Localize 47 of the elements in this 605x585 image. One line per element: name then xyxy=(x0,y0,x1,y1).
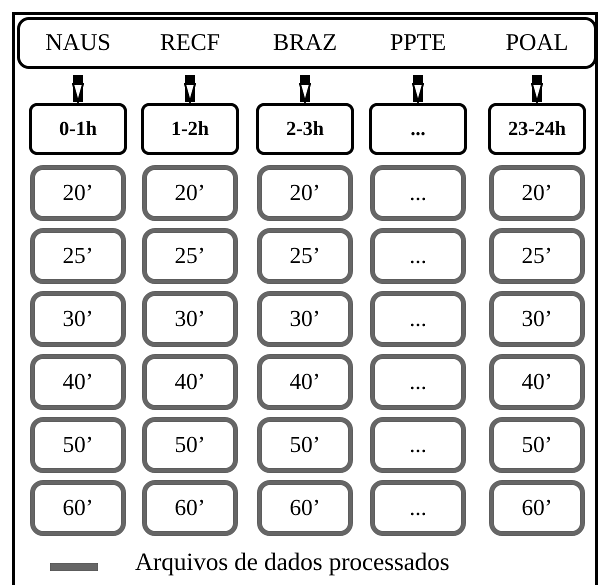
data-file-box: 25’ xyxy=(257,228,353,284)
data-file-box: 40’ xyxy=(257,354,353,410)
data-file-box: 20’ xyxy=(489,165,585,221)
arrow xyxy=(412,75,424,103)
hour-box: 1-2h xyxy=(141,103,239,155)
legend-text: Arquivos de dados processados xyxy=(135,549,450,577)
data-file-box: ... xyxy=(370,354,466,410)
station-label: POAL xyxy=(506,30,568,57)
arrow xyxy=(531,75,543,103)
data-file-box: 60’ xyxy=(30,480,126,536)
data-file-box: 30’ xyxy=(489,291,585,347)
hour-box: ... xyxy=(369,103,467,155)
data-file-box: ... xyxy=(370,165,466,221)
data-file-box: 25’ xyxy=(142,228,238,284)
hour-box: 23-24h xyxy=(488,103,586,155)
data-file-box: 50’ xyxy=(30,417,126,473)
hour-box: 2-3h xyxy=(256,103,354,155)
station-label: NAUS xyxy=(45,30,111,57)
data-file-box: 50’ xyxy=(142,417,238,473)
data-file-box: 30’ xyxy=(142,291,238,347)
data-file-box: 30’ xyxy=(30,291,126,347)
data-file-box: 40’ xyxy=(489,354,585,410)
data-file-box: 60’ xyxy=(489,480,585,536)
data-file-box: 40’ xyxy=(30,354,126,410)
data-file-box: 20’ xyxy=(142,165,238,221)
data-file-box: 50’ xyxy=(489,417,585,473)
station-label: BRAZ xyxy=(273,30,337,57)
station-label: PPTE xyxy=(390,30,446,57)
data-file-box: 25’ xyxy=(489,228,585,284)
data-file-box: 20’ xyxy=(30,165,126,221)
data-file-box: 30’ xyxy=(257,291,353,347)
data-file-box: ... xyxy=(370,480,466,536)
arrow xyxy=(184,75,196,103)
arrow xyxy=(72,75,84,103)
data-file-box: 60’ xyxy=(142,480,238,536)
station-label: RECF xyxy=(160,30,220,57)
data-file-box: 50’ xyxy=(257,417,353,473)
data-file-box: ... xyxy=(370,417,466,473)
hour-box: 0-1h xyxy=(29,103,127,155)
station-list-box xyxy=(17,17,597,69)
data-file-box: 20’ xyxy=(257,165,353,221)
arrow xyxy=(299,75,311,103)
data-file-box: 60’ xyxy=(257,480,353,536)
data-file-box: 25’ xyxy=(30,228,126,284)
data-file-box: ... xyxy=(370,291,466,347)
data-file-box: ... xyxy=(370,228,466,284)
data-file-box: 40’ xyxy=(142,354,238,410)
